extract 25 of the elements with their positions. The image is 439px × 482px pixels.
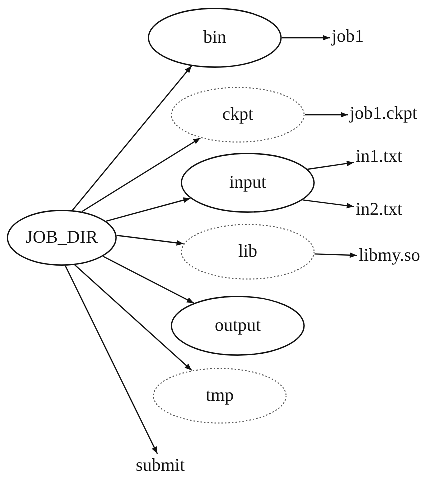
file-name: in2.txt xyxy=(356,200,404,220)
arrow xyxy=(64,266,158,454)
arrow xyxy=(305,112,348,118)
arrow xyxy=(308,160,354,170)
file-name: libmy.so xyxy=(359,246,422,266)
arrow xyxy=(72,66,192,211)
arrow xyxy=(102,256,194,304)
arrow xyxy=(82,138,201,212)
node-label: tmp xyxy=(204,386,235,406)
node-label: input xyxy=(228,173,268,193)
node-label: output xyxy=(214,316,262,336)
node-label: bin xyxy=(202,28,228,48)
arrow xyxy=(74,264,192,372)
arrow xyxy=(282,35,330,41)
file-name: job1.ckpt xyxy=(350,104,418,124)
arrow xyxy=(116,235,184,246)
arrow xyxy=(302,200,354,209)
arrow xyxy=(314,252,358,258)
file-name: submit xyxy=(136,456,186,476)
file-name: in1.txt xyxy=(356,147,404,167)
node-label: lib xyxy=(237,242,258,262)
node-label: ckpt xyxy=(222,105,254,125)
arrow xyxy=(106,198,191,222)
file-name: job1 xyxy=(332,27,366,47)
node-label: JOB_DIR xyxy=(24,228,99,248)
